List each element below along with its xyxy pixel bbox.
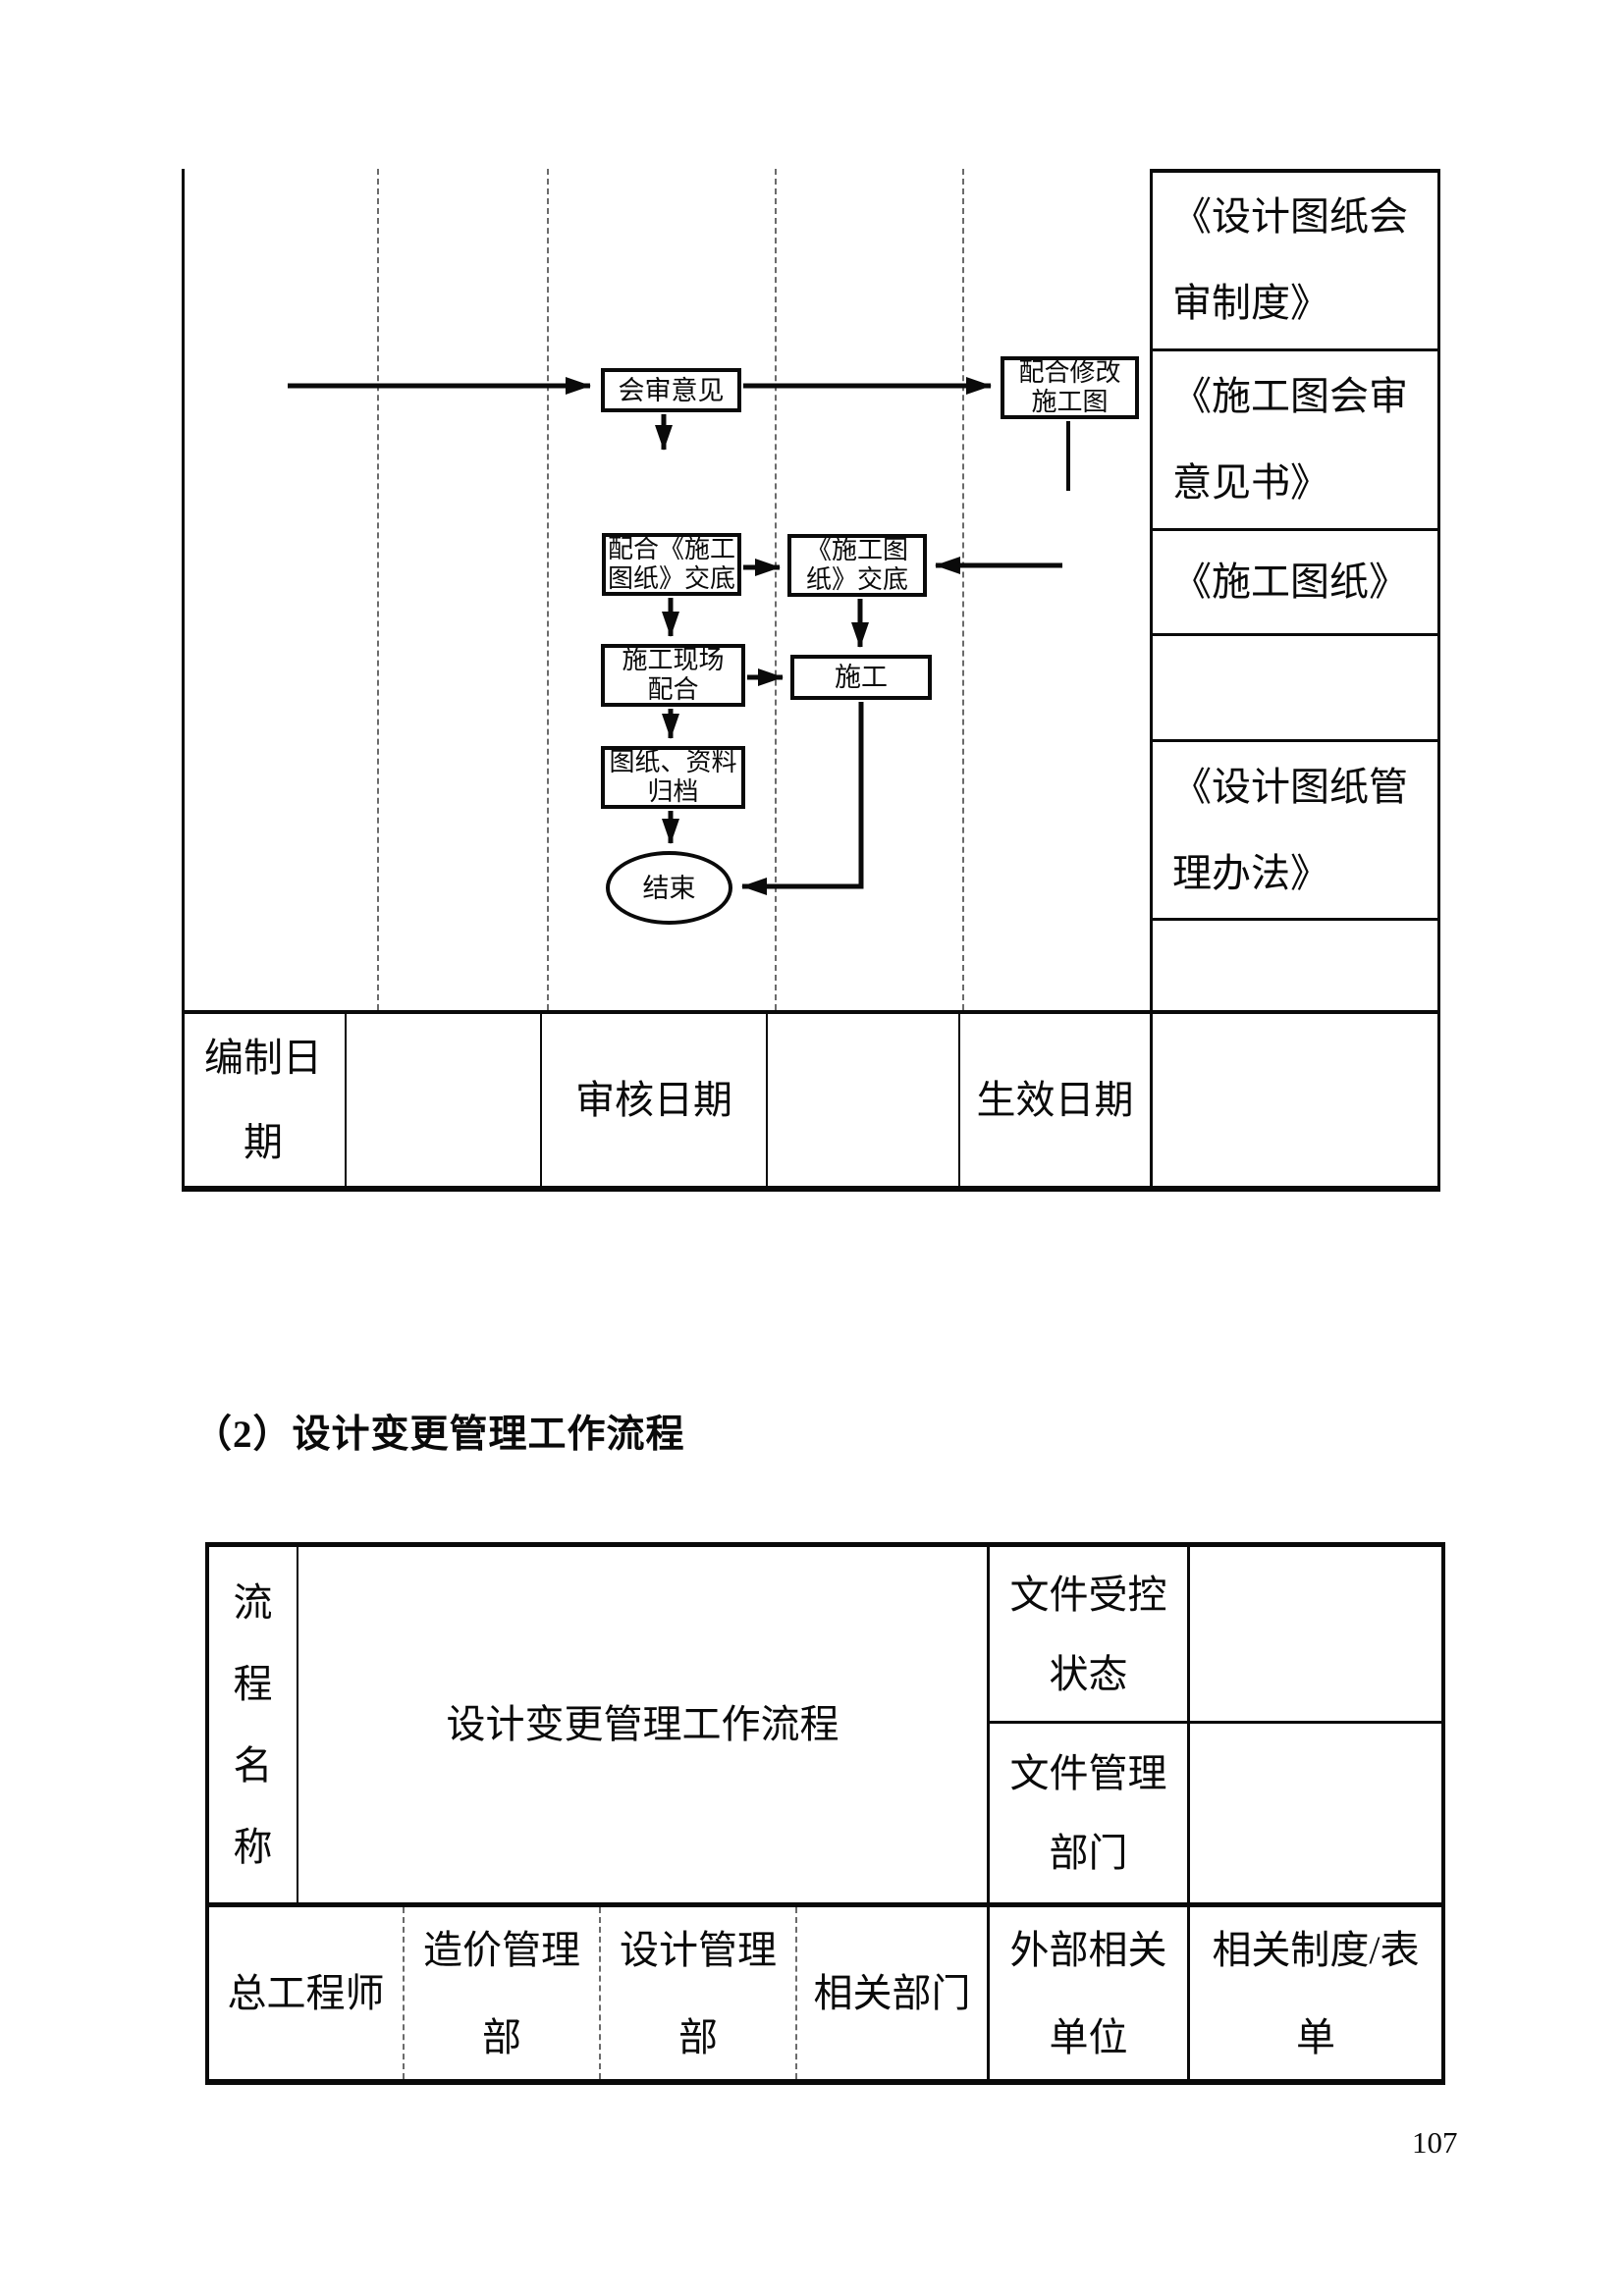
table2-flow-name-label-cell: 流 程 名 称 (209, 1547, 297, 1902)
flow-name-label: 流 程 名 称 (233, 1580, 273, 1869)
lane-label: 相关制度/表 单 (1212, 1927, 1420, 2059)
reference-doc-cell (1153, 921, 1437, 1010)
doc-row-divider (1150, 633, 1440, 636)
doc-row-divider (1150, 918, 1440, 921)
flow-node-label: 结束 (642, 873, 696, 903)
table2-bottom-border (205, 2079, 1445, 2085)
lane-label: 设计管理 部 (620, 1927, 777, 2059)
flow-node-archive: 图纸、资料 归档 (601, 746, 745, 809)
flow-node-label: 配合修改 施工图 (1018, 358, 1121, 416)
footer-cell-compile-date: 编制日 期 (182, 1014, 345, 1186)
footer-cell-review-date-value (768, 1014, 958, 1186)
flow-node-label: 会审意见 (618, 375, 725, 405)
reference-doc-label: 《设计图纸会 审制度》 (1172, 194, 1408, 325)
section-heading-text: （2）设计变更管理工作流程 (193, 1414, 685, 1456)
table2-status-column-divider (987, 1547, 990, 1902)
reference-doc-cell: 《设计图纸会 审制度》 (1153, 172, 1437, 348)
footer-cell-divider (345, 1014, 347, 1186)
table1-left-border (182, 169, 185, 1192)
table2-status-row-divider (987, 1721, 1445, 1724)
lane-label: 相关部门 (813, 1971, 971, 2015)
lane-header-divider (599, 1907, 601, 2079)
flow-node-review-opinion: 会审意见 (601, 368, 741, 412)
lane-label: 总工程师 (227, 1971, 385, 2015)
lane-divider (962, 169, 964, 1010)
flow-title: 设计变更管理工作流程 (446, 1702, 839, 1746)
flow-node-label: 《施工图 纸》交底 (805, 536, 908, 594)
lane-divider (547, 169, 549, 1010)
reference-doc-cell: 《施工图纸》 (1153, 531, 1437, 633)
footer-cell-divider (958, 1014, 960, 1186)
lane-header-divider-solid (1187, 1907, 1190, 2079)
footer-label: 审核日期 (575, 1077, 732, 1122)
reference-doc-label: 《设计图纸管 理办法》 (1172, 764, 1408, 895)
doc-row-divider (1150, 739, 1440, 742)
table1-right-border (1437, 169, 1440, 1192)
table1-bottom-border (182, 1186, 1440, 1192)
lane-header-chief-engineer: 总工程师 (209, 1907, 403, 2079)
doc-row-divider (1150, 348, 1440, 351)
table2-managing-dept-value-cell (1190, 1724, 1441, 1902)
reference-doc-cell: 《设计图纸管 理办法》 (1153, 742, 1437, 918)
table2-top-border (205, 1542, 1445, 1547)
lane-header-cost-management: 造价管理 部 (405, 1907, 599, 2079)
control-status-label: 文件受控 状态 (1009, 1572, 1167, 1696)
footer-cell-compile-date-value (347, 1014, 540, 1186)
table2-name-column-divider (297, 1547, 298, 1902)
lane-header-external-unit: 外部相关 单位 (990, 1907, 1187, 2079)
lane-header-design-management: 设计管理 部 (601, 1907, 795, 2079)
table2-flow-title-cell: 设计变更管理工作流程 (298, 1547, 987, 1902)
table2-right-border (1441, 1542, 1445, 2085)
lane-label: 外部相关 单位 (1009, 1927, 1167, 2059)
footer-cell-divider (766, 1014, 768, 1186)
doc-row-divider (1150, 528, 1440, 531)
section-heading: （2）设计变更管理工作流程 (193, 1404, 685, 1459)
flow-node-label: 配合《施工 图纸》交底 (607, 535, 735, 593)
page-number: 107 (1412, 2125, 1458, 2161)
table2-control-status-cell: 文件受控 状态 (990, 1547, 1187, 1721)
lane-divider (775, 169, 777, 1010)
lane-header-related-rules: 相关制度/表 单 (1190, 1907, 1441, 2079)
flow-node-label: 施工现场 配合 (622, 646, 725, 704)
table2-managing-dept-cell: 文件管理 部门 (990, 1724, 1187, 1902)
lane-header-divider-solid (987, 1907, 990, 2079)
flow-node-label: 图纸、资料 归档 (609, 748, 737, 806)
flow-node-label: 施工 (835, 663, 888, 692)
flow-node-drawing-handover: 《施工图 纸》交底 (787, 534, 927, 597)
footer-cell-effective-date-value (1153, 1014, 1437, 1186)
footer-label: 编制日 期 (204, 1035, 322, 1164)
flow-node-end: 结束 (606, 851, 732, 925)
footer-row-top-border (182, 1010, 1440, 1014)
lane-divider (377, 169, 379, 1010)
footer-cell-review-date: 审核日期 (542, 1014, 766, 1186)
lane-label: 造价管理 部 (423, 1927, 580, 2059)
table2-header-bottom-border (205, 1902, 1445, 1907)
reference-doc-label: 《施工图会审 意见书》 (1172, 374, 1408, 505)
table1-doc-column-border (1150, 169, 1153, 1192)
lane-header-divider (795, 1907, 797, 2079)
footer-cell-effective-date: 生效日期 (960, 1014, 1150, 1186)
table1-doc-column-top-border (1150, 169, 1440, 173)
managing-dept-label: 文件管理 部门 (1009, 1751, 1167, 1875)
flow-node-assist-handover: 配合《施工 图纸》交底 (602, 533, 741, 596)
reference-doc-cell (1153, 636, 1437, 739)
table2-value-column-divider (1187, 1547, 1190, 1902)
flow-node-site-cooperation: 施工现场 配合 (601, 644, 745, 707)
table2-left-border (205, 1542, 209, 2085)
footer-cell-divider (540, 1014, 542, 1186)
lane-header-divider (403, 1907, 405, 2079)
reference-doc-label: 《施工图纸》 (1172, 560, 1408, 604)
flow-node-construction: 施工 (790, 655, 932, 700)
lane-header-related-dept: 相关部门 (797, 1907, 987, 2079)
footer-label: 生效日期 (976, 1077, 1134, 1122)
flow-node-modify-drawing: 配合修改 施工图 (1001, 356, 1139, 419)
page-number-text: 107 (1412, 2125, 1458, 2160)
table2-control-status-value-cell (1190, 1547, 1441, 1721)
reference-doc-cell: 《施工图会审 意见书》 (1153, 351, 1437, 528)
